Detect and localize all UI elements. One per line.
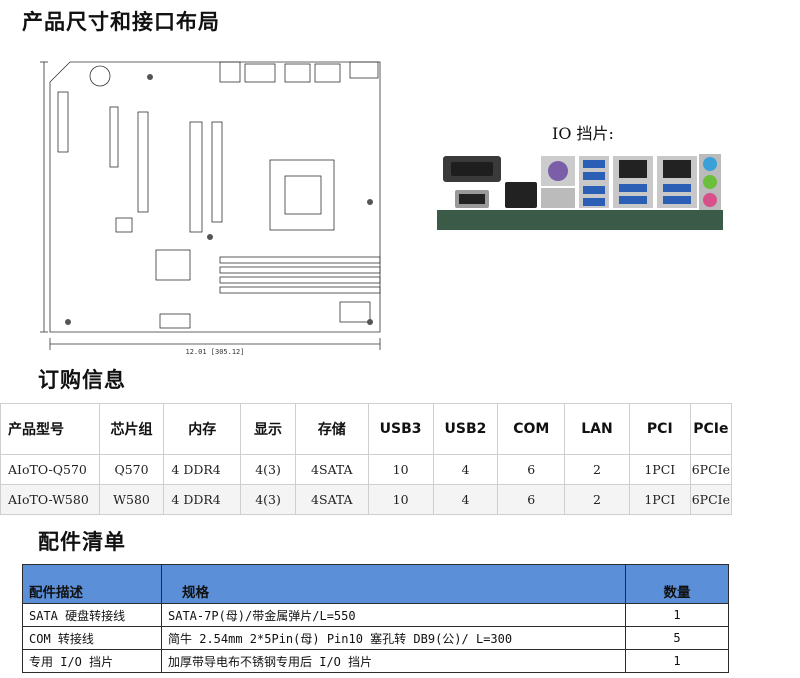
cell-description: SATA 硬盘转接线 <box>22 603 162 627</box>
cell-memory: 4 DDR4 <box>163 454 242 485</box>
cell-spec: 简牛 2.54mm 2*5Pin(母) Pin10 塞孔转 DB9(公)/ L=… <box>161 626 626 650</box>
cell-model: AIoTO-Q570 <box>0 454 100 485</box>
cell-usb3: 10 <box>367 484 434 515</box>
cell-spec: 加厚带导电布不锈钢专用后 I/O 挡片 <box>161 649 626 673</box>
cell-com: 6 <box>497 454 566 485</box>
table-row: SATA 硬盘转接线 SATA-7P(母)/带金属弹片/L=550 1 <box>22 603 729 627</box>
header-lan: LAN <box>564 403 630 455</box>
cell-quantity: 1 <box>625 603 729 627</box>
accessories-header-row: 配件描述 规格 数量 <box>22 564 729 604</box>
section-title-dimensions: 产品尺寸和接口布局 <box>22 10 220 34</box>
header-chipset: 芯片组 <box>98 403 165 455</box>
section-title-order: 订购信息 <box>38 368 126 392</box>
cell-usb2: 4 <box>432 484 499 515</box>
table-row: AIoTO-Q570 Q570 4 DDR4 4(3) 4SATA 10 4 6… <box>0 454 733 485</box>
cell-model: AIoTO-W580 <box>0 484 100 515</box>
cell-storage: 4SATA <box>294 484 369 515</box>
section-title-accessories: 配件清单 <box>38 530 126 554</box>
header-quantity: 数量 <box>625 564 729 604</box>
cell-lan: 2 <box>564 484 630 515</box>
cell-description: 专用 I/O 挡片 <box>22 649 162 673</box>
header-storage: 存储 <box>294 403 369 455</box>
io-shield-image <box>437 154 723 230</box>
cell-spec: SATA-7P(母)/带金属弹片/L=550 <box>161 603 626 627</box>
header-pci: PCI <box>628 403 691 455</box>
cell-quantity: 5 <box>625 626 729 650</box>
order-table: 产品型号 芯片组 内存 显示 存储 USB3 USB2 COM LAN PCI … <box>0 403 733 515</box>
order-header-row: 产品型号 芯片组 内存 显示 存储 USB3 USB2 COM LAN PCI … <box>0 403 733 455</box>
header-pcie: PCIe <box>689 403 733 455</box>
cell-usb2: 4 <box>432 454 499 485</box>
cell-chipset: W580 <box>98 484 165 515</box>
header-model: 产品型号 <box>0 403 100 455</box>
header-spec: 规格 <box>161 564 626 604</box>
cell-pci: 1PCI <box>628 484 691 515</box>
cell-memory: 4 DDR4 <box>163 484 242 515</box>
header-memory: 内存 <box>163 403 242 455</box>
cell-display: 4(3) <box>240 484 296 515</box>
cell-description: COM 转接线 <box>22 626 162 650</box>
cell-pcie: 6PCIe <box>689 484 733 515</box>
table-row: COM 转接线 简牛 2.54mm 2*5Pin(母) Pin10 塞孔转 DB… <box>22 626 729 650</box>
cell-com: 6 <box>497 484 566 515</box>
header-usb3: USB3 <box>367 403 434 455</box>
table-row: 专用 I/O 挡片 加厚带导电布不锈钢专用后 I/O 挡片 1 <box>22 649 729 673</box>
cell-pci: 1PCI <box>628 454 691 485</box>
header-display: 显示 <box>240 403 296 455</box>
cell-display: 4(3) <box>240 454 296 485</box>
table-row: AIoTO-W580 W580 4 DDR4 4(3) 4SATA 10 4 6… <box>0 484 733 515</box>
cell-usb3: 10 <box>367 454 434 485</box>
cell-chipset: Q570 <box>98 454 165 485</box>
cell-quantity: 1 <box>625 649 729 673</box>
cell-pcie: 6PCIe <box>689 454 733 485</box>
cell-storage: 4SATA <box>294 454 369 485</box>
io-shield-label: IO 挡片: <box>552 124 614 143</box>
header-description: 配件描述 <box>22 564 162 604</box>
header-com: COM <box>497 403 566 455</box>
accessories-table: 配件描述 规格 数量 SATA 硬盘转接线 SATA-7P(母)/带金属弹片/L… <box>22 564 729 673</box>
motherboard-diagram: 12.01 [305.12] <box>40 61 381 356</box>
cell-lan: 2 <box>564 454 630 485</box>
header-usb2: USB2 <box>432 403 499 455</box>
board-width-label: 12.01 [305.12] <box>185 348 244 356</box>
